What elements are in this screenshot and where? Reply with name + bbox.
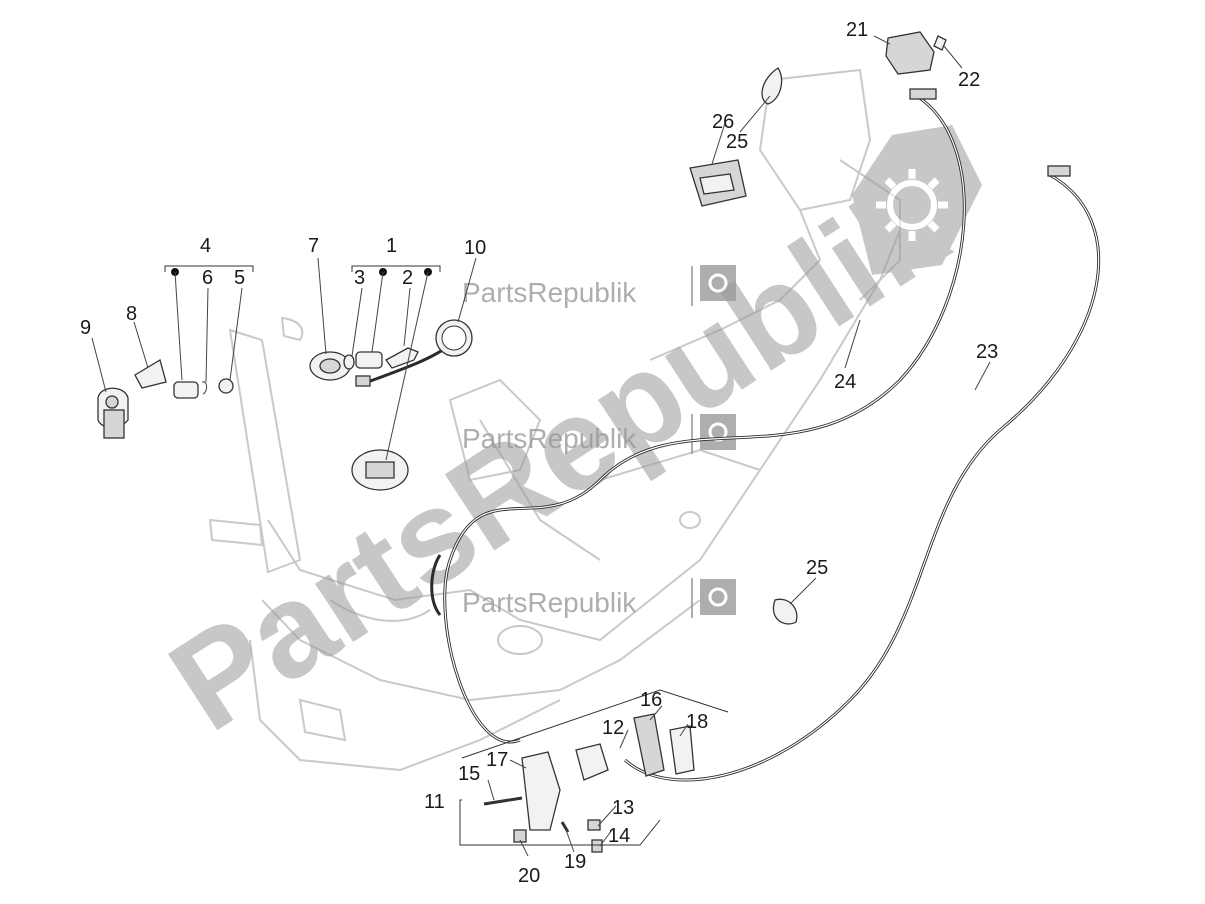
callout-20: 20	[518, 865, 540, 887]
watermark-small-2: PartsRepublik	[462, 414, 736, 454]
callout-2: 2	[402, 267, 413, 289]
callout-7: 7	[308, 235, 319, 257]
callout-1: 1	[386, 235, 397, 257]
callout-4: 4	[200, 235, 211, 257]
callout-24: 24	[834, 371, 856, 393]
watermark-small-text: PartsRepublik	[462, 423, 637, 454]
part-16-lock-hook	[633, 713, 665, 777]
gear-icon	[852, 125, 982, 275]
watermark-small-text: PartsRepublik	[462, 587, 637, 618]
part-2-key	[355, 375, 371, 387]
part-19-screw	[560, 821, 570, 833]
callout-21: 21	[846, 19, 868, 41]
part-15-bolt	[483, 796, 523, 806]
callout-10: 10	[464, 237, 486, 259]
part-25-cable-tie-bottom	[772, 598, 798, 625]
gear-icon	[700, 265, 736, 301]
leader-lines	[91, 35, 991, 857]
callout-3: 3	[354, 267, 365, 289]
part-9-ignition-switch	[97, 387, 129, 439]
callout-26: 26	[712, 111, 734, 133]
part-3-spring	[343, 354, 355, 370]
part-22-screw	[933, 35, 947, 51]
callout-12: 12	[602, 717, 624, 739]
part-17-lock-bracket	[521, 751, 561, 831]
cable-23	[624, 165, 1101, 782]
part-10-fuel-flap-cable-ring	[435, 319, 473, 357]
callout-19: 19	[564, 851, 586, 873]
watermark-small-1: PartsRepublik	[462, 265, 736, 308]
callout-14: 14	[608, 825, 630, 847]
callout-25-top: 25	[726, 131, 748, 153]
group-bracket-1	[351, 265, 441, 276]
scooter-frame	[208, 68, 901, 772]
callout-25-bottom: 25	[806, 557, 828, 579]
callout-18: 18	[686, 711, 708, 733]
callout-16: 16	[640, 689, 662, 711]
callout-13: 13	[612, 797, 634, 819]
part-8-cover	[134, 359, 167, 389]
watermark-small-3: PartsRepublik	[462, 578, 736, 618]
callout-5: 5	[234, 267, 245, 289]
fuel-cap	[351, 449, 409, 491]
part-26-hook	[689, 159, 747, 207]
part-25-cable-tie-top	[761, 67, 783, 105]
callout-labels: 4 1 6 5 7 3 2 10 8 9 21 22 26 25 23 24 2…	[80, 19, 998, 887]
callout-23: 23	[976, 341, 998, 363]
callout-6: 6	[202, 267, 213, 289]
callout-8: 8	[126, 303, 137, 325]
callout-9: 9	[80, 317, 91, 339]
gear-icon	[700, 414, 736, 450]
part-14-spring	[591, 839, 603, 853]
callout-11: 11	[424, 791, 445, 813]
cable-24	[443, 88, 966, 744]
watermark-large-text: PartsRepublik	[145, 151, 970, 758]
part-5-ring	[218, 378, 234, 394]
watermark-small-text: PartsRepublik	[462, 277, 637, 308]
callout-17: 17	[486, 749, 508, 771]
gear-icon	[700, 579, 736, 615]
part-12-lock-body	[575, 743, 609, 781]
part-13-clip	[587, 819, 601, 831]
part-6-lock-barrel	[173, 381, 208, 399]
part-20-nut	[513, 829, 527, 843]
callout-22: 22	[958, 69, 980, 91]
part-18-cover	[669, 725, 695, 775]
part-21-seat-latch	[885, 31, 935, 75]
group-bracket-11	[459, 689, 729, 846]
part-7-saddle-lock	[309, 351, 351, 381]
callout-15: 15	[458, 763, 480, 785]
